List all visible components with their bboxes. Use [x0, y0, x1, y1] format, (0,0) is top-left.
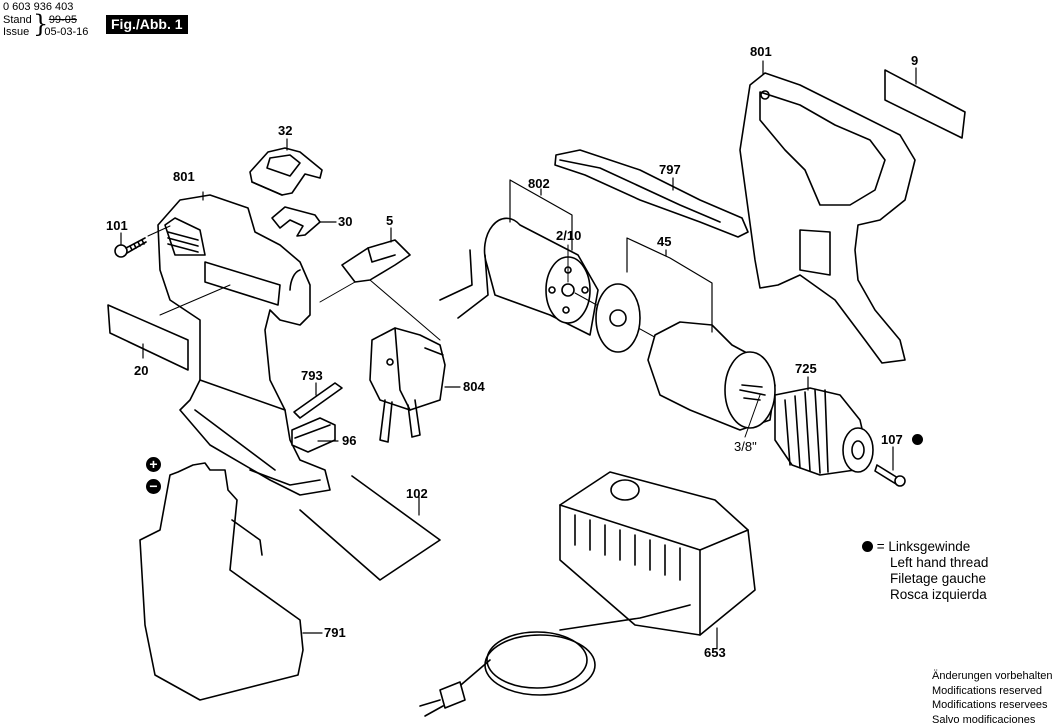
part-801-left-housing [158, 195, 330, 495]
callout-802: 802 [528, 176, 550, 191]
footer-line-2: Modifications reservees [932, 699, 1048, 711]
footer-line-1: Modifications reserved [932, 684, 1043, 697]
footer-line-3: Salvo modificaciones [932, 713, 1036, 726]
callout-791: 791 [324, 625, 346, 640]
part-30-clip [272, 207, 320, 236]
callout-801-left: 801 [173, 169, 195, 184]
callout-107: 107 [881, 432, 903, 447]
thread-legend: = Linksgewinde Left hand thread Filetage… [862, 539, 988, 603]
part-5-slider [342, 240, 410, 282]
callout-thread-size: 3/8" [734, 439, 757, 454]
footer-line-0: Änderungen vorbehalten [932, 670, 1053, 682]
legend-row-0: = Linksgewinde [862, 539, 988, 555]
callout-45: 45 [657, 234, 672, 249]
legend-line-2: Filetage gauche [890, 571, 987, 586]
filled-dot-icon [862, 541, 873, 552]
part-804-switch [370, 328, 445, 442]
part-801-right-housing [740, 73, 915, 363]
callout-102: 102 [406, 486, 428, 501]
part-45-gearbox [596, 284, 775, 430]
figure-badge: Fig./Abb. 1 [106, 15, 188, 34]
power-cord [420, 605, 690, 716]
part-797-belt-clip [555, 150, 748, 237]
part-96-bit-holder [292, 418, 335, 452]
callout-96: 96 [342, 433, 357, 448]
part-number: 0 603 936 403 [3, 1, 74, 13]
part-791-battery-pack [140, 463, 303, 700]
legend-line-0: Linksgewinde [888, 539, 971, 554]
callout-797: 797 [659, 162, 681, 177]
legend-equals: = [876, 539, 885, 554]
callout-2-10: 2/10 [556, 228, 582, 243]
brace-icon: } [33, 10, 49, 38]
issue-row: Issue 05-03-16 [3, 26, 88, 38]
stand-value-struck: 99-05 [48, 14, 77, 26]
callout-32: 32 [278, 123, 293, 138]
part-32-switch-cover [250, 148, 322, 195]
part-102-wire-clip [300, 476, 440, 580]
part-653-charger [560, 472, 755, 635]
part-793-bit [294, 383, 342, 418]
part-20-label-plate [108, 305, 188, 370]
callout-793: 793 [301, 368, 323, 383]
callout-101: 101 [106, 218, 128, 233]
stand-row: Stand 99-05 [3, 14, 77, 26]
callout-5: 5 [386, 213, 394, 228]
stand-label: Stand [3, 14, 32, 26]
legend-line-3: Rosca izquierda [890, 587, 987, 602]
part-107-screw [875, 465, 905, 486]
callout-801-right: 801 [750, 44, 772, 59]
part-9-nameplate [885, 70, 965, 138]
callout-30: 30 [338, 214, 353, 229]
callout-9: 9 [911, 53, 919, 68]
part-101-screw [115, 238, 146, 257]
plus-icon: + [146, 457, 161, 472]
minus-icon: − [146, 479, 161, 494]
issue-label: Issue [3, 26, 30, 38]
callout-20: 20 [134, 363, 149, 378]
part-802-motor [440, 218, 598, 335]
left-hand-thread-dot-icon [912, 434, 923, 445]
legend-line-1: Left hand thread [890, 555, 989, 570]
part-725-chuck [775, 388, 873, 475]
callout-653: 653 [704, 645, 726, 660]
callout-804: 804 [463, 379, 485, 394]
modifications-notice: Änderungen vorbehalten Modifications res… [932, 669, 1052, 727]
issue-value: 05-03-16 [44, 26, 89, 38]
callout-725: 725 [795, 361, 817, 376]
